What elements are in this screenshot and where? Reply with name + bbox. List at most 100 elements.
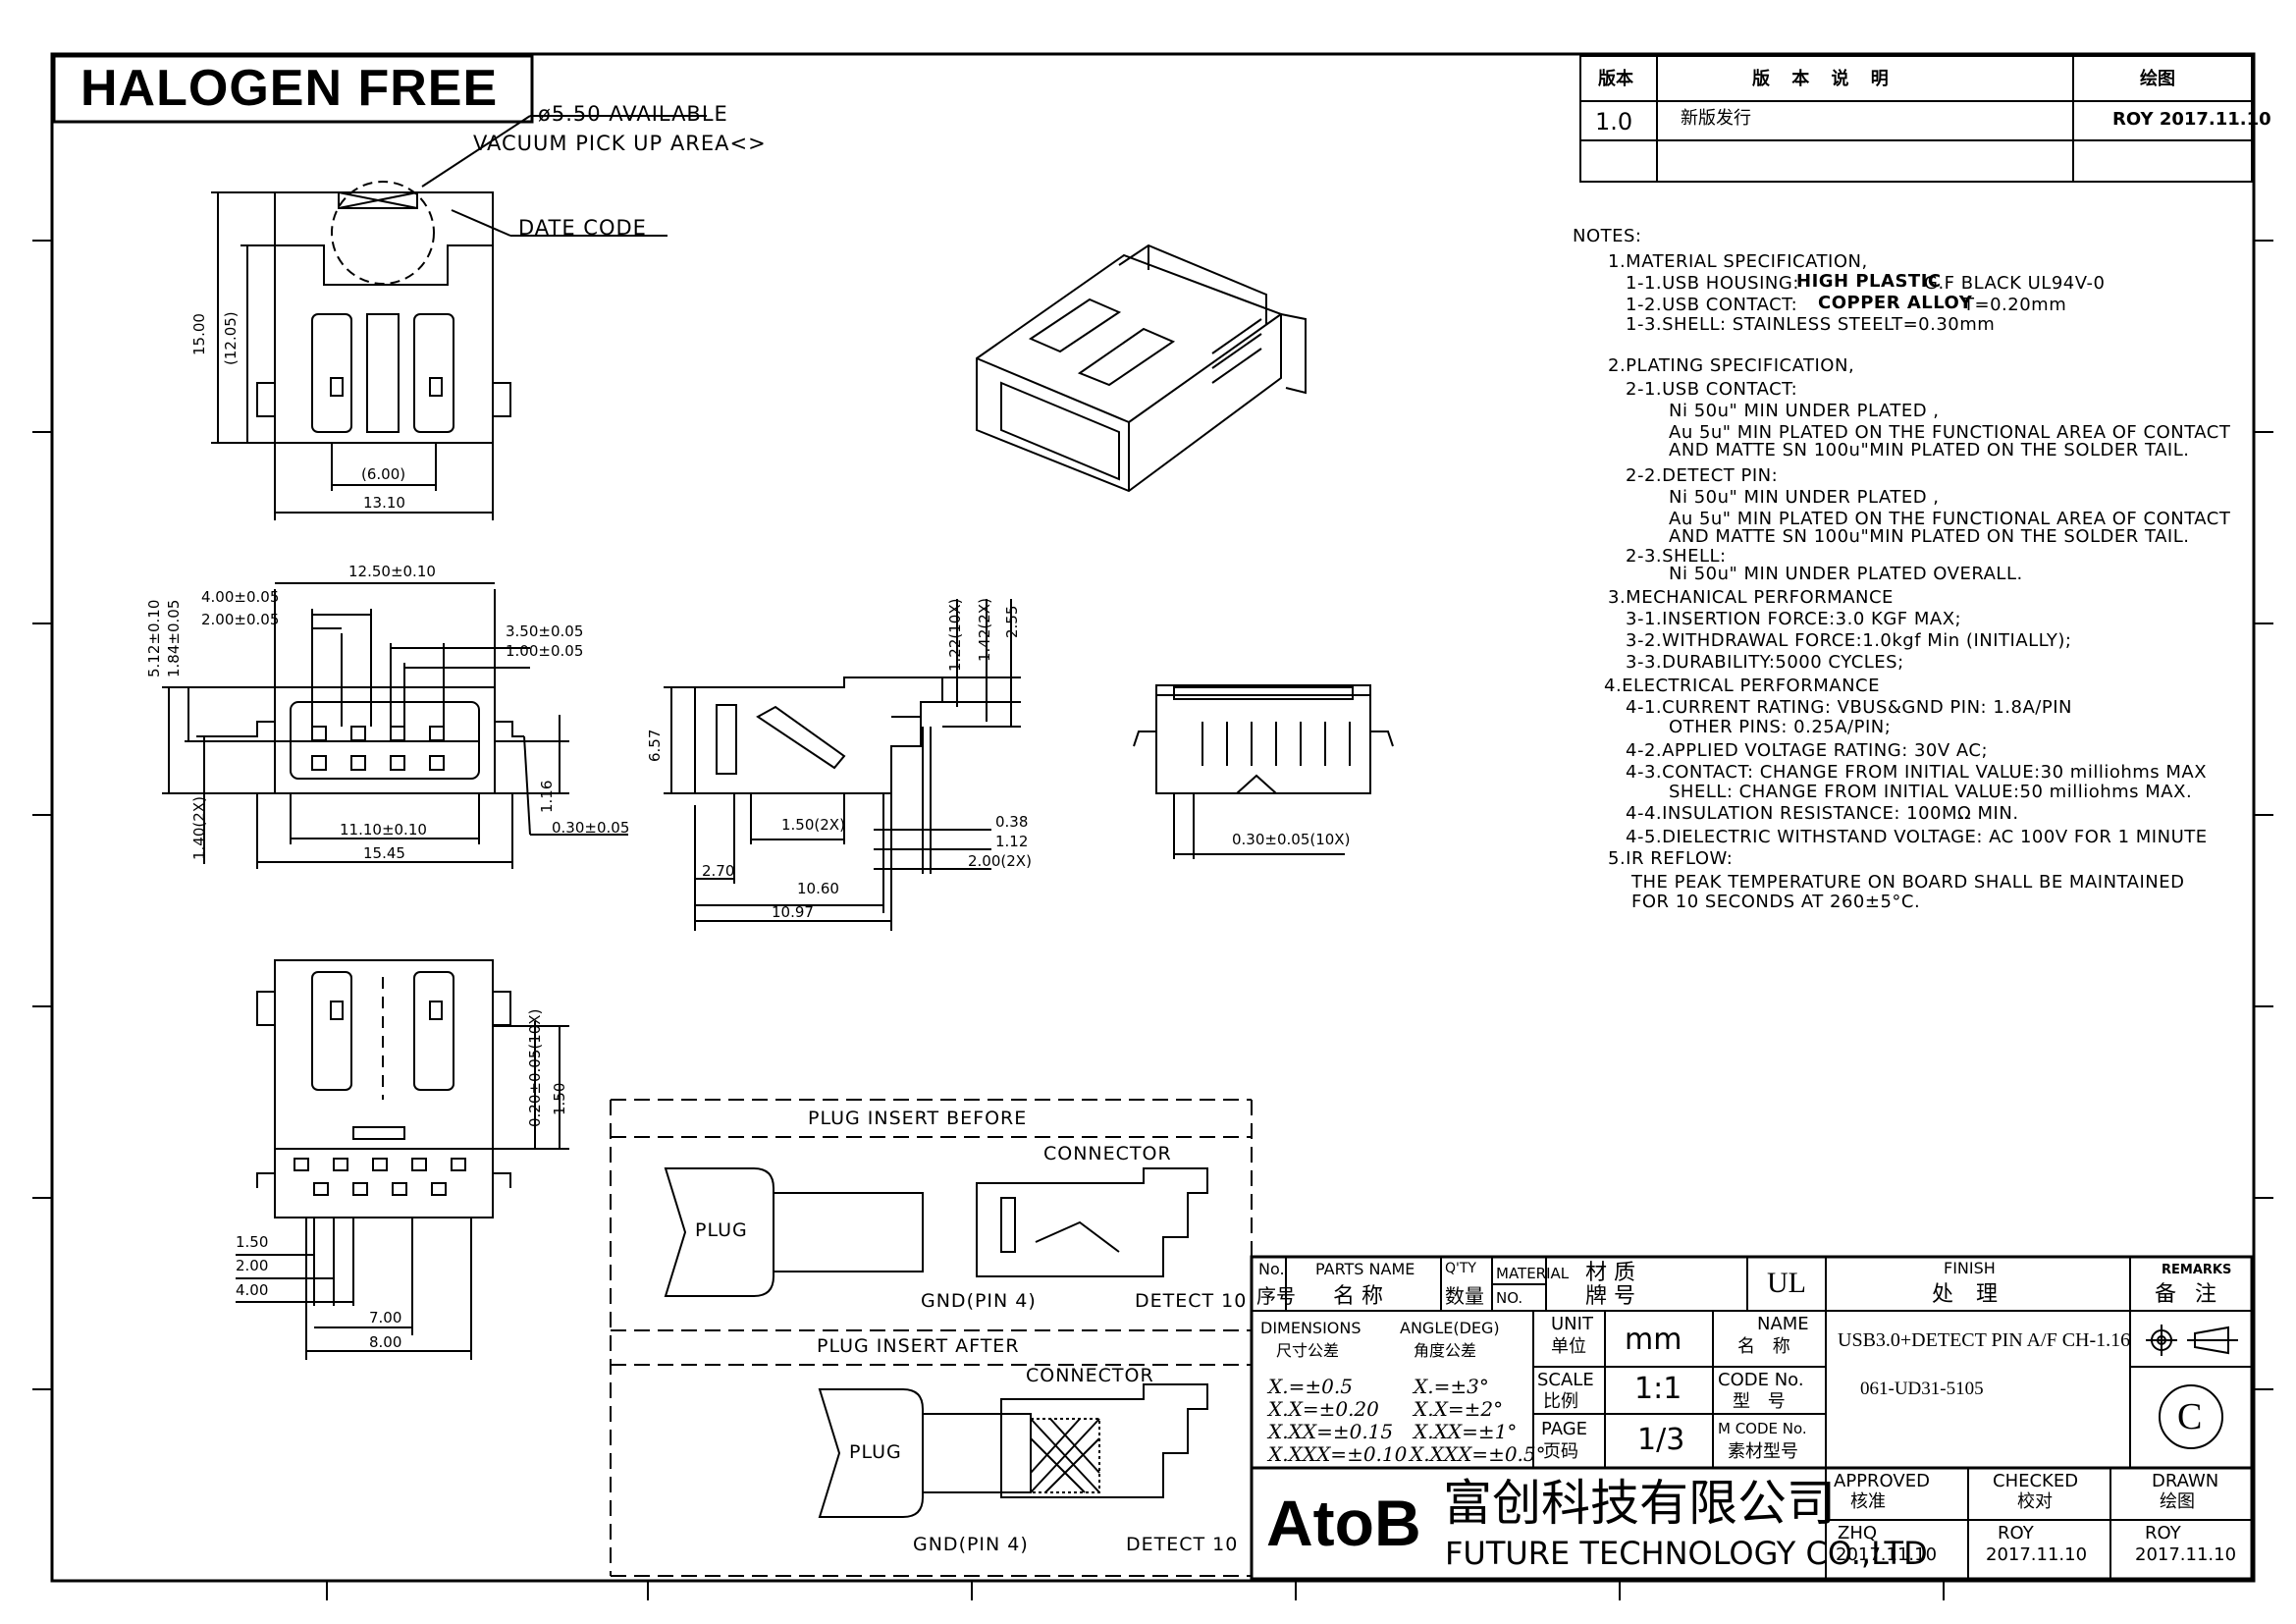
note-line: 4-5.DIELECTRIC WITHSTAND VOLTAGE: AC 100…	[1626, 827, 2208, 847]
tb-angle-cn: 角度公差	[1414, 1341, 1477, 1360]
dim-label: 0.30±0.05	[552, 819, 630, 837]
rev-row-version: 1.0	[1595, 108, 1633, 135]
note-line: 1-1.USB HOUSING:	[1626, 273, 1799, 294]
tb-unit-cn: 单位	[1551, 1336, 1586, 1357]
note-line: Ni 50u" MIN UNDER PLATED ,	[1669, 487, 1940, 508]
bottom-view	[236, 959, 569, 1360]
tb-tol: X.XX=±0.15	[1268, 1420, 1394, 1443]
dim-label: 10.97	[772, 903, 814, 921]
dim-label: 3.50±0.05	[506, 623, 584, 640]
tb-mcode-cn: 素材型号	[1728, 1441, 1798, 1462]
note-line: AND MATTE SN 100u"MIN PLATED ON THE SOLD…	[1669, 440, 2190, 460]
tb-tol-ang: X.=±3°	[1414, 1375, 1489, 1398]
front-view	[162, 582, 628, 869]
note-line-bold: COPPER ALLOY	[1818, 293, 1973, 313]
tb-finish-cn: 处 理	[1932, 1282, 2005, 1307]
note-line: 3-2.WITHDRAWAL FORCE:1.0kgf Min (INITIAL…	[1626, 630, 2072, 651]
detect-label-after: DETECT 10	[1126, 1534, 1239, 1555]
note-line: 2.PLATING SPECIFICATION,	[1608, 355, 1855, 376]
tb-page-value: 1/3	[1637, 1423, 1685, 1457]
note-line: 1-2.USB CONTACT:	[1626, 295, 1798, 315]
tb-material-cn2: 牌 号	[1585, 1284, 1635, 1309]
note-line: 5.IR REFLOW:	[1608, 848, 1734, 869]
tb-checked-cn: 校对	[2017, 1491, 2053, 1512]
tb-tol: X.=±0.5	[1268, 1375, 1353, 1398]
rev-row-description: 新版发行	[1681, 108, 1751, 129]
tb-code-cn: 型 号	[1733, 1391, 1791, 1412]
plug-after-label: PLUG INSERT AFTER	[817, 1335, 1020, 1357]
dim-label: 2.00(2X)	[968, 852, 1032, 870]
note-line: 2-3.SHELL:	[1626, 546, 1727, 567]
vacuum-label-1: ø5.50 AVAILABLE	[538, 102, 728, 126]
dim-label: 2.70	[702, 862, 735, 880]
note-line: FOR 10 SECONDS AT 260±5°C.	[1631, 892, 1921, 912]
tb-code-value: 061-UD31-5105	[1860, 1379, 1984, 1399]
tb-unit: UNIT	[1551, 1314, 1593, 1334]
date-code-label: DATE CODE	[518, 216, 647, 240]
note-line: 4-2.APPLIED VOLTAGE RATING: 30V AC;	[1626, 740, 1989, 761]
rev-col-version: 版本	[1598, 69, 1633, 89]
tb-checked-by: ROY	[1998, 1523, 2034, 1543]
tb-scale-value: 1:1	[1634, 1372, 1682, 1406]
dim-label: 1.40(2X)	[190, 796, 208, 860]
note-line: Au 5u" MIN PLATED ON THE FUNCTIONAL AREA…	[1669, 422, 2231, 443]
tb-remarks-cn: 备 注	[2155, 1282, 2222, 1307]
dim-label: 1.50(2X)	[781, 816, 845, 834]
note-line: G.F BLACK UL94V-0	[1924, 273, 2106, 294]
sheet-border	[50, 52, 2256, 1583]
note-line: 3.MECHANICAL PERFORMANCE	[1608, 587, 1894, 608]
tb-tol: X.XXX=±0.10	[1268, 1442, 1408, 1466]
dim-label: 1.12	[995, 833, 1029, 850]
tb-parts-cn: 名 称	[1333, 1284, 1383, 1309]
revision-table	[1579, 55, 2253, 183]
tb-drawn: DRAWN	[2152, 1471, 2219, 1491]
tb-material-cn1: 材 质	[1585, 1261, 1635, 1285]
dim-label: 0.20±0.05(10X)	[526, 1008, 544, 1127]
dim-label: 7.00	[369, 1309, 402, 1326]
dim-label: 2.55	[1003, 605, 1021, 638]
title-block-grid	[1250, 1255, 2254, 1581]
tb-page: PAGE	[1541, 1419, 1588, 1439]
tb-no: No.	[1258, 1260, 1285, 1278]
rev-col-drawn: 绘图	[2140, 69, 2175, 89]
dim-label: 13.10	[363, 494, 405, 512]
tb-checked-date: 2017.11.10	[1986, 1544, 2088, 1565]
tb-approved-cn: 核准	[1850, 1491, 1886, 1512]
tb-scale: SCALE	[1537, 1370, 1594, 1390]
remarks-symbols	[2146, 1325, 2238, 1449]
note-line: 2-2.DETECT PIN:	[1626, 465, 1779, 486]
dim-label: 15.00	[190, 313, 208, 355]
dim-label: (6.00)	[361, 465, 406, 483]
dim-label: 6.57	[646, 729, 664, 762]
connector-label-after: CONNECTOR	[1026, 1365, 1154, 1386]
gnd-label-before: GND(PIN 4)	[921, 1290, 1037, 1312]
tb-tol-ang: X.XX=±1°	[1414, 1420, 1518, 1443]
note-line: 2-1.USB CONTACT:	[1626, 379, 1798, 400]
tb-mcode: M CODE No.	[1718, 1420, 1807, 1437]
tb-approved: APPROVED	[1834, 1471, 1930, 1491]
tb-checked: CHECKED	[1993, 1471, 2079, 1491]
note-line: 3-1.INSERTION FORCE:3.0 KGF MAX;	[1626, 609, 1962, 629]
tb-angle: ANGLE(DEG)	[1400, 1319, 1500, 1337]
note-line: 4-3.CONTACT: CHANGE FROM INITIAL VALUE:3…	[1626, 762, 2208, 783]
tb-scale-cn: 比例	[1543, 1391, 1578, 1412]
note-line: 3-3.DURABILITY:5000 CYCLES;	[1626, 652, 1904, 673]
tb-qty: Q'TY	[1445, 1261, 1476, 1276]
dim-label: 1.50	[236, 1233, 269, 1251]
plug-label-after: PLUG	[849, 1441, 902, 1463]
company-logo: AtoB	[1266, 1487, 1421, 1559]
note-line: 4-1.CURRENT RATING: VBUS&GND PIN: 1.8A/P…	[1626, 697, 2072, 718]
halogen-free-label: HALOGEN FREE	[80, 60, 499, 117]
tb-dimensions-cn: 尺寸公差	[1276, 1341, 1340, 1360]
note-line: Ni 50u" MIN UNDER PLATED OVERALL.	[1669, 564, 2023, 584]
note-line: 1.MATERIAL SPECIFICATION,	[1608, 251, 1868, 272]
dim-label: 1.00±0.05	[506, 642, 584, 660]
dim-label: 1.22(10X)	[946, 598, 964, 672]
tb-material-value: UL	[1767, 1267, 1806, 1299]
rev-col-description: 版 本 说 明	[1752, 69, 1896, 89]
tb-code: CODE No.	[1718, 1370, 1804, 1390]
detect-label-before: DETECT 10	[1135, 1290, 1248, 1312]
note-line: 1-3.SHELL: STAINLESS STEELT=0.30mm	[1626, 314, 1996, 335]
company-name-cn: 富创科技有限公司	[1443, 1475, 1836, 1532]
